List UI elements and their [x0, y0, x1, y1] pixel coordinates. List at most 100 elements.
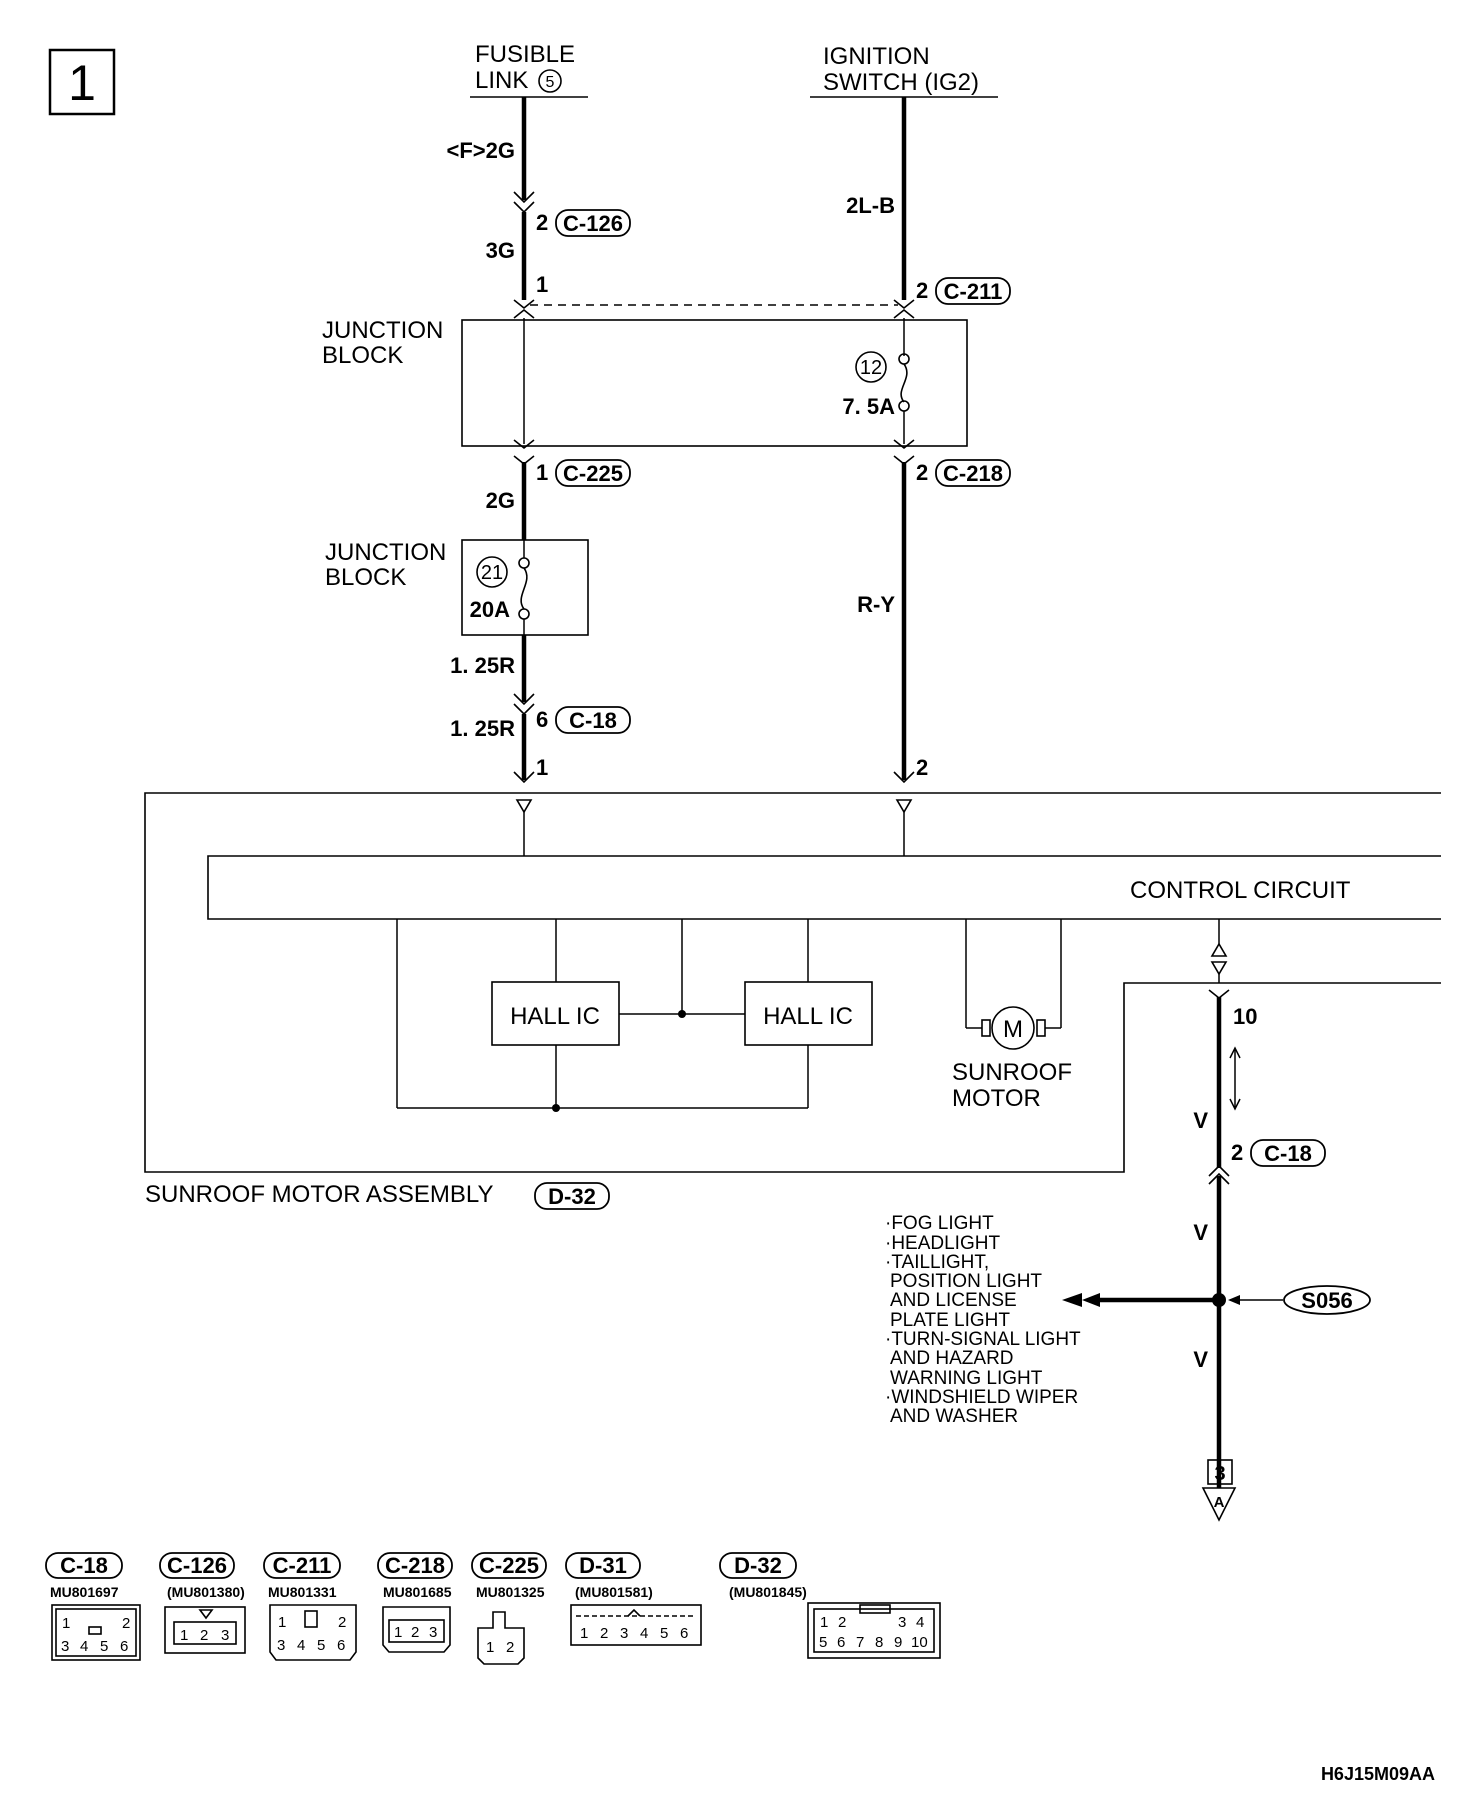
load-list: ·FOG LIGHT ·HEADLIGHT ·TAILLIGHT, POSITI… — [885, 1213, 1081, 1427]
connector-view-pin: 1 — [62, 1615, 70, 1632]
connector-mark-motor-pin2 — [893, 771, 915, 784]
connector-tag-c18-b — [1250, 1139, 1326, 1167]
hall-junction-bottom — [552, 1104, 560, 1112]
connector-view-pin: 4 — [640, 1625, 648, 1642]
connector-view-pin: 4 — [80, 1638, 88, 1655]
connector-view-pin: 2 — [506, 1639, 514, 1656]
fuse-12-terminal-bottom — [898, 400, 910, 412]
load-item: POSITION LIGHT — [890, 1271, 1042, 1292]
connector-view-name: C-18 — [60, 1553, 108, 1578]
connector-view-pin: 5 — [819, 1634, 827, 1651]
fusible-link-number-circle — [538, 69, 562, 93]
ignition-switch-source: IGNITION SWITCH (IG2) — [810, 43, 998, 98]
connector-tag-d32 — [534, 1182, 610, 1210]
connector-view-pin: 1 — [580, 1625, 588, 1642]
fusible-link-source: FUSIBLE LINK 5 — [470, 41, 588, 98]
pin-motor-10: 10 — [1233, 1004, 1257, 1029]
connector-view-pin: 3 — [429, 1624, 437, 1641]
connector-view-pin: 2 — [200, 1627, 208, 1644]
connector-view-pin: 1 — [180, 1627, 188, 1644]
connector-view-pin: 6 — [337, 1637, 345, 1654]
connector-mark-motor-pin1 — [513, 771, 535, 784]
ignition-switch-label-1: IGNITION — [823, 43, 930, 70]
fuse-21-number: 21 — [481, 562, 503, 584]
connector-view-tag — [45, 1552, 123, 1579]
pin-c225: 1 — [536, 460, 548, 485]
connector-view-pin: 1 — [394, 1624, 402, 1641]
connector-view-name: C-211 — [273, 1553, 332, 1578]
hall-ic-1-label: HALL IC — [510, 1003, 600, 1030]
pin-c18-2: 2 — [1231, 1140, 1243, 1165]
connector-view-tag — [719, 1552, 797, 1579]
fuse-21-terminal-top — [518, 557, 530, 569]
connector-mark-jb1-in-left — [513, 299, 535, 319]
wire-label-f-2g: <F>2G — [447, 138, 515, 163]
fuse-12-number-circle — [855, 351, 887, 383]
load-item: ·TAILLIGHT, — [885, 1252, 989, 1273]
connector-view-pin: 6 — [680, 1625, 688, 1642]
hall-ic-2-label: HALL IC — [763, 1003, 853, 1030]
load-item: ·WINDSHIELD WIPER — [885, 1387, 1078, 1408]
connector-view-part: (MU801581) — [575, 1584, 653, 1600]
sunroof-motor-m: M — [1003, 1016, 1023, 1043]
fuse-21-element — [520, 567, 528, 610]
bidirectional-triangle-up — [1210, 942, 1228, 957]
connector-label-d32: D-32 — [548, 1184, 596, 1209]
connector-tag-c18-a — [555, 706, 631, 734]
pin-c211: 2 — [916, 278, 928, 303]
connector-view-pin: 2 — [600, 1625, 608, 1642]
fusible-link-label-2: LINK — [475, 67, 528, 94]
connector-view-pin: 4 — [916, 1614, 924, 1631]
connector-view-pin: 2 — [122, 1615, 130, 1632]
connector-view-c211: C-211 MU801331 1 2 3 4 5 6 — [263, 1552, 357, 1661]
connector-label-c126: C-126 — [563, 211, 623, 236]
wire-label-2lb: 2L-B — [846, 193, 895, 218]
splice-pointer-head — [1228, 1295, 1240, 1305]
junction-block-2-label-2: BLOCK — [325, 564, 406, 591]
connector-tag-c126 — [555, 209, 631, 237]
connector-view-part: MU801331 — [268, 1584, 337, 1600]
page-number: 1 — [68, 55, 96, 111]
motor-brush-left — [981, 1019, 991, 1037]
connector-view-d31: D-31 (MU801581) 1 2 3 4 5 6 — [565, 1552, 702, 1646]
junction-block-1-label-1: JUNCTION — [322, 317, 443, 344]
connector-view-pin: 2 — [411, 1624, 419, 1641]
connector-view-part: MU801697 — [50, 1584, 119, 1600]
sunroof-motor-label-2: MOTOR — [952, 1085, 1041, 1112]
connector-view-part: (MU801380) — [167, 1584, 245, 1600]
connector-view-pin: 3 — [620, 1625, 628, 1642]
splice-s056-label: S056 — [1301, 1288, 1352, 1313]
fuse-12-element — [900, 363, 908, 403]
connector-label-c211: C-211 — [944, 279, 1003, 304]
connector-view-pin: 1 — [278, 1614, 286, 1631]
pin-motor-2: 2 — [916, 755, 928, 780]
connector-view-pin: 1 — [486, 1639, 494, 1656]
load-item: ·FOG LIGHT — [885, 1213, 994, 1234]
continuation-page: 3 — [1214, 1463, 1225, 1485]
wire-label-v-3: V — [1193, 1347, 1208, 1372]
pin-c126: 2 — [536, 210, 548, 235]
connector-view-pin: 9 — [894, 1634, 902, 1651]
connector-view-c218: C-218 MU801685 1 2 3 — [377, 1552, 453, 1653]
fuse-21-terminal-bottom — [518, 608, 530, 620]
ignition-switch-label-2: SWITCH (IG2) — [823, 69, 979, 96]
splice-s056-tag — [1283, 1285, 1371, 1315]
connector-view-pin: 2 — [838, 1614, 846, 1631]
fuse-12-rating: 7. 5A — [842, 394, 895, 419]
input-triangle-pin2 — [895, 799, 913, 814]
load-item: ·HEADLIGHT — [885, 1233, 1000, 1254]
load-item: WARNING LIGHT — [890, 1368, 1043, 1389]
wire-label-2g: 2G — [486, 488, 515, 513]
pin-jb1-in-1: 1 — [536, 272, 548, 297]
motor-brush-right — [1036, 1019, 1046, 1037]
motor-assembly-label: SUNROOF MOTOR ASSEMBLY — [145, 1181, 494, 1208]
control-circuit-box — [207, 855, 1441, 920]
connector-view-tag — [471, 1552, 547, 1579]
connector-view-name: D-32 — [734, 1553, 782, 1578]
connector-view-pin: 1 — [820, 1614, 828, 1631]
motor-assembly-outline — [144, 792, 1441, 1173]
connector-label-c18-a: C-18 — [569, 708, 617, 733]
connector-view-part: (MU801845) — [729, 1584, 807, 1600]
page-number-box — [48, 48, 116, 116]
